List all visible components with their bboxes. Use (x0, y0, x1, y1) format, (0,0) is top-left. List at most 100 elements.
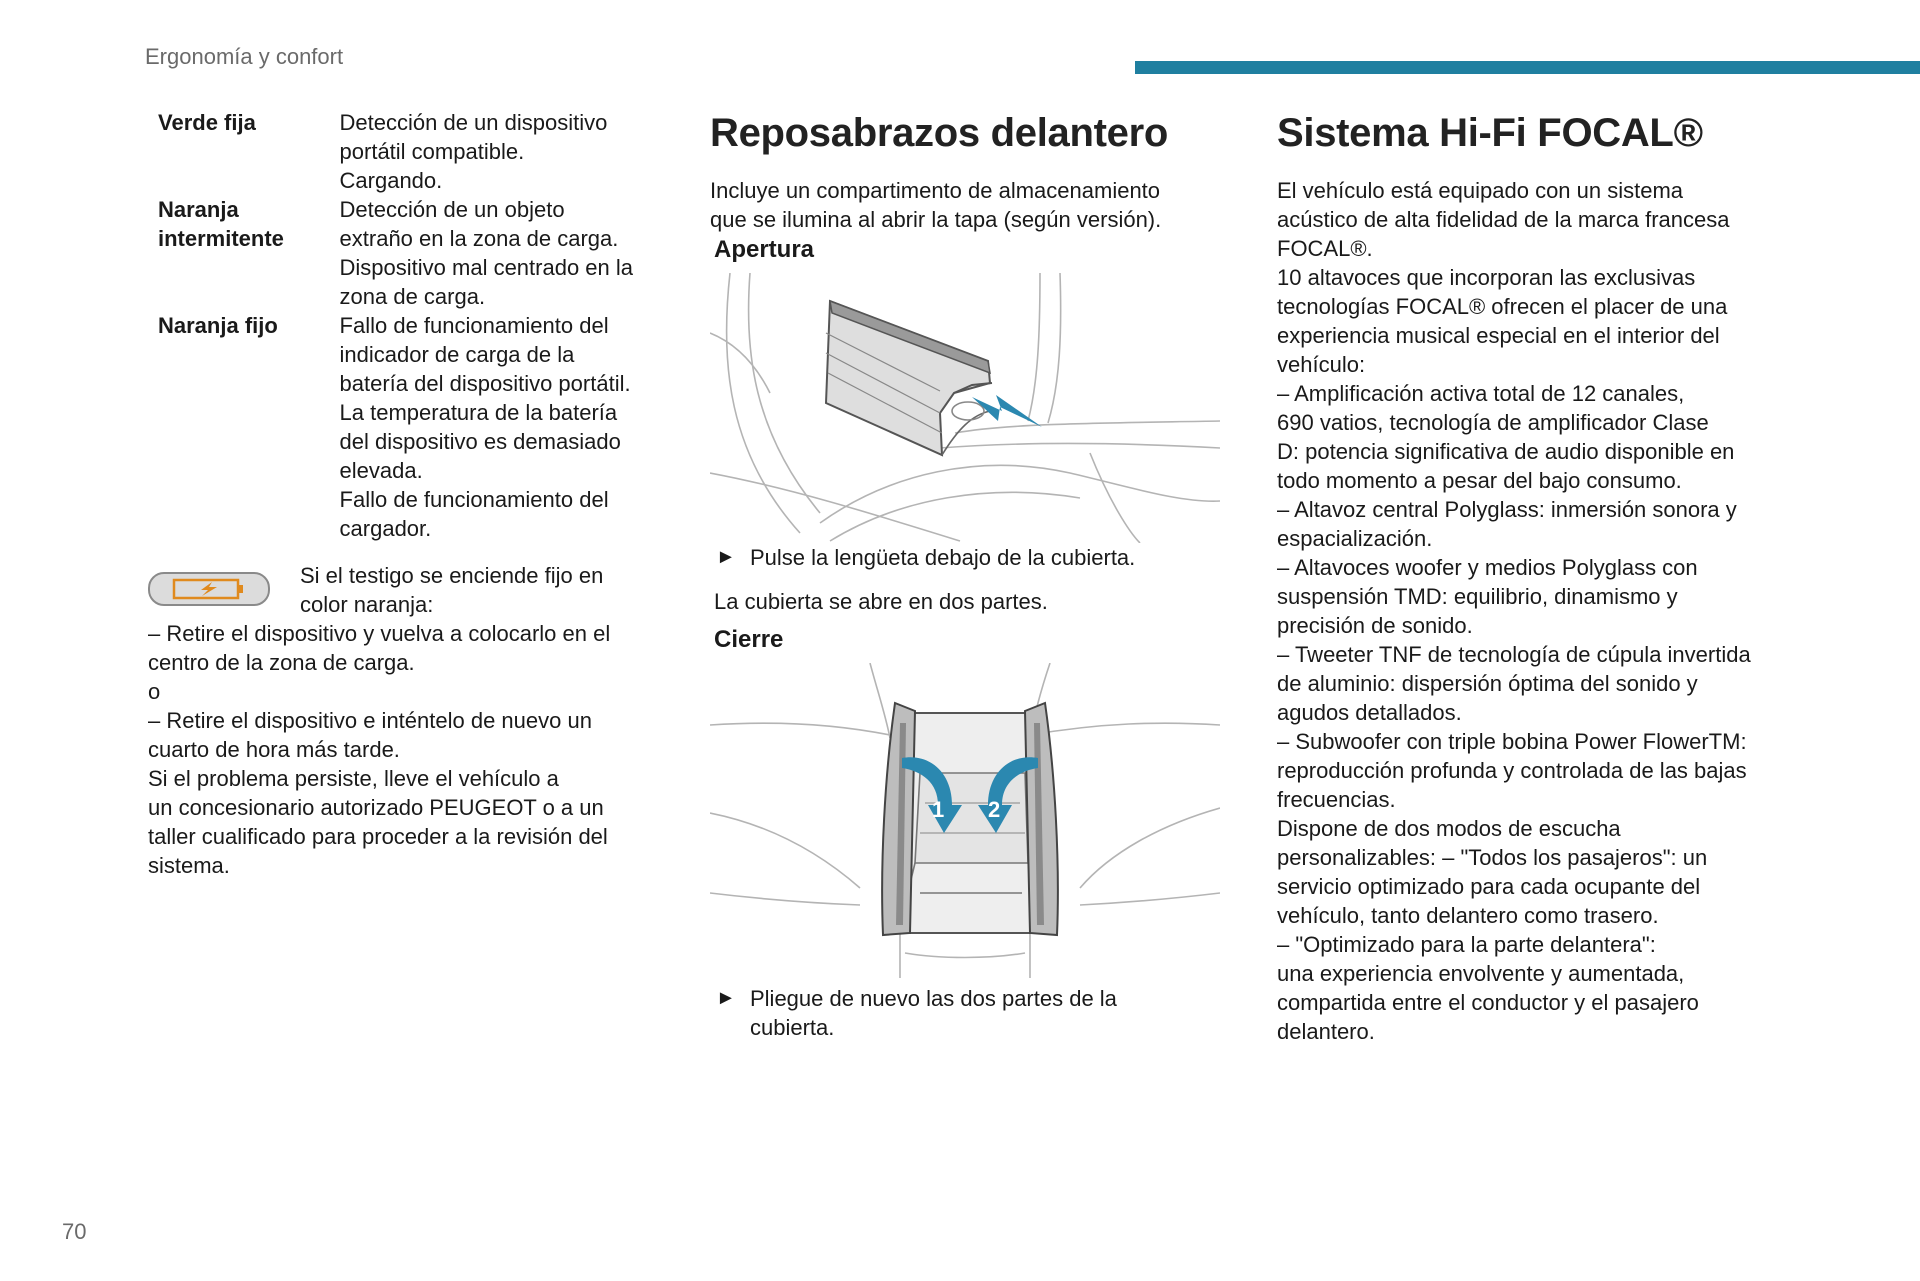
closing-line: Pliegue de nuevo las dos partes de la (750, 986, 1117, 1011)
body-line: Si el problema persiste, lleve el vehícu… (148, 766, 559, 791)
opening-step-text: Pulse la lengüeta debajo de la cubierta. (750, 545, 1136, 570)
hifi-line: – "Optimizado para la parte delantera": (1277, 932, 1656, 957)
hifi-line: 10 altavoces que incorporan las exclusiv… (1277, 265, 1696, 290)
body-line: sistema. (148, 853, 230, 878)
status-desc-line: Fallo de funcionamiento del (339, 487, 609, 512)
closing-heading: Cierre (714, 626, 784, 653)
status-desc-line: extraño en la zona de carga. (339, 226, 619, 251)
status-name-line: Naranja (158, 197, 239, 222)
battery-bolt-icon (172, 578, 243, 600)
body-line: centro de la zona de carga. (148, 650, 415, 675)
status-name-line: intermitente (158, 226, 284, 251)
status-desc-line: Dispositivo mal centrado en la (339, 255, 634, 280)
hifi-line: acústico de alta fidelidad de la marca f… (1277, 207, 1730, 232)
hifi-line: suspensión TMD: equilibrio, dinamismo y (1277, 584, 1678, 609)
fold-marker-2: 2 (988, 797, 1000, 822)
hifi-line: frecuencias. (1277, 787, 1396, 812)
armrest-title: Reposabrazos delantero (710, 111, 1168, 155)
hifi-line: – Subwoofer con triple bobina Power Flow… (1277, 729, 1747, 754)
header-accent-bar (1135, 61, 1920, 74)
hifi-line: servicio optimizado para cada ocupante d… (1277, 874, 1701, 899)
closing-step-text: Pliegue de nuevo las dos partes de la cub… (750, 984, 1117, 1042)
armrest-opening-illustration (710, 273, 1220, 543)
hifi-body-text: El vehículo está equipado con un sistema… (1277, 176, 1827, 1046)
status-desc-line: La temperatura de la batería (339, 400, 618, 425)
middle-column: Reposabrazos delantero Incluye un compar… (710, 108, 1225, 1042)
status-name-line: Verde fija (158, 110, 256, 135)
left-column: Verde fija Detección de un dispositivo por… (148, 108, 668, 880)
intro-line: Incluye un compartimento de almacenamien… (710, 178, 1161, 203)
hifi-line: – Altavoz central Polyglass: inmersión s… (1277, 497, 1737, 522)
hifi-line: Dispone de dos modos de escucha (1277, 816, 1621, 841)
status-description: Detección de un objeto extraño en la zona… (340, 195, 668, 311)
status-table-body: Verde fija Detección de un dispositivo por… (158, 108, 668, 543)
armrest-closing-illustration: 1 2 (710, 663, 1220, 978)
hifi-title: Sistema Hi-Fi FOCAL® (1277, 111, 1703, 155)
charging-status-table: Verde fija Detección de un dispositivo por… (158, 108, 668, 543)
body-line: – Retire el dispositivo e inténtelo de n… (148, 708, 592, 733)
hifi-line: vehículo, tanto delantero como trasero. (1277, 903, 1659, 928)
hifi-line: vehículo: (1277, 352, 1366, 377)
status-desc-line: Detección de un dispositivo (339, 110, 608, 135)
hifi-line: espacialización. (1277, 526, 1433, 551)
section-header: Ergonomía y confort (145, 44, 344, 69)
status-desc-line: Fallo de funcionamiento del (339, 313, 609, 338)
status-desc-line: del dispositivo es demasiado (339, 429, 621, 454)
page-number: 70 (62, 1219, 87, 1244)
warning-line: Si el testigo se enciende fijo en (300, 563, 604, 588)
armrest-intro: Incluye un compartimento de almacenamien… (710, 176, 1225, 234)
status-row: Naranja intermitente Detección de un objet… (158, 195, 668, 311)
opening-note: La cubierta se abre en dos partes. (714, 589, 1048, 614)
right-column: Sistema Hi-Fi FOCAL® El vehículo está eq… (1277, 108, 1827, 1046)
hifi-line: reproducción profunda y controlada de la… (1277, 758, 1747, 783)
left-body-text: – Retire el dispositivo y vuelva a coloc… (148, 619, 668, 880)
hifi-line: FOCAL®. (1277, 236, 1373, 261)
status-desc-line: batería del dispositivo portátil. (339, 371, 631, 396)
status-name-line: Naranja fijo (158, 313, 278, 338)
step-arrow-icon: ► (716, 546, 736, 568)
hifi-line: compartida entre el conductor y el pasaj… (1277, 990, 1699, 1015)
hifi-line: una experiencia envolvente y aumentada, (1277, 961, 1685, 986)
status-desc-line: zona de carga. (339, 284, 486, 309)
closing-step: ► Pliegue de nuevo las dos partes de la c… (716, 984, 1225, 1042)
step-arrow-icon: ► (716, 987, 736, 1009)
opening-heading: Apertura (714, 236, 815, 263)
hifi-line: agudos detallados. (1277, 700, 1462, 725)
opening-step: ► Pulse la lengüeta debajo de la cubiert… (716, 543, 1225, 572)
intro-line: que se ilumina al abrir la tapa (según v… (710, 207, 1162, 232)
fold-marker-1: 1 (932, 797, 944, 822)
hifi-line: 690 vatios, tecnología de amplificador C… (1277, 410, 1709, 435)
status-name: Naranja fijo (158, 311, 340, 543)
hifi-line: de aluminio: dispersión óptima del sonid… (1277, 671, 1698, 696)
body-line: cuarto de hora más tarde. (148, 737, 400, 762)
hifi-line: precisión de sonido. (1277, 613, 1473, 638)
charging-warning-lamp-icon (148, 572, 270, 606)
status-desc-line: Detección de un objeto (339, 197, 565, 222)
hifi-line: personalizables: – "Todos los pasajeros"… (1277, 845, 1708, 870)
hifi-line: El vehículo está equipado con un sistema (1277, 178, 1684, 203)
body-line: un concesionario autorizado PEUGEOT o a … (148, 795, 604, 820)
status-description: Fallo de funcionamiento del indicador de … (340, 311, 668, 543)
hifi-line: – Amplificación activa total de 12 canal… (1277, 381, 1685, 406)
body-line: o (148, 679, 161, 704)
closing-line: cubierta. (750, 1015, 835, 1040)
status-name: Naranja intermitente (158, 195, 340, 311)
body-line: taller cualificado para proceder a la re… (148, 824, 608, 849)
status-desc-line: elevada. (339, 458, 423, 483)
hifi-line: – Altavoces woofer y medios Polyglass co… (1277, 555, 1698, 580)
status-desc-line: Cargando. (339, 168, 443, 193)
status-desc-line: portátil compatible. (339, 139, 525, 164)
hifi-line: D: potencia significativa de audio dispo… (1277, 439, 1735, 464)
body-line: – Retire el dispositivo y vuelva a coloc… (148, 621, 611, 646)
status-name: Verde fija (158, 108, 340, 195)
status-desc-line: cargador. (339, 516, 432, 541)
status-row: Verde fija Detección de un dispositivo por… (158, 108, 668, 195)
hifi-line: experiencia musical especial en el inter… (1277, 323, 1720, 348)
hifi-line: – Tweeter TNF de tecnología de cúpula in… (1277, 642, 1751, 667)
hifi-line: tecnologías FOCAL® ofrecen el placer de … (1277, 294, 1728, 319)
hifi-line: delantero. (1277, 1019, 1375, 1044)
status-desc-line: indicador de carga de la (339, 342, 575, 367)
